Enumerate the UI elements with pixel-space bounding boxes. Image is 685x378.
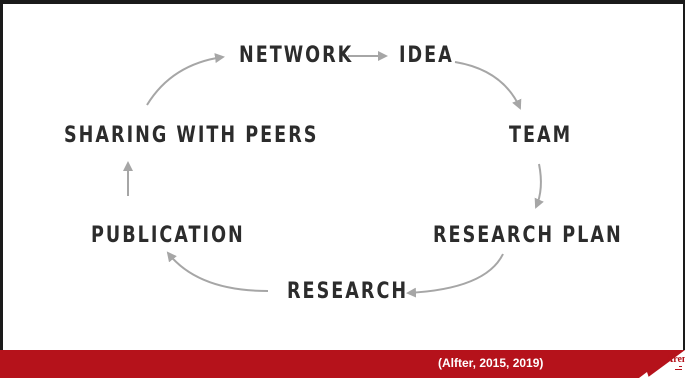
svg-text:Arena: Arena [666, 354, 685, 365]
arrow-research-plan-to-research [406, 253, 504, 298]
slide-border-right [683, 0, 685, 378]
slide-border-top [0, 0, 685, 4]
arrow-team-to-research-plan [534, 163, 544, 209]
node-publication: PUBLICATION [91, 223, 245, 248]
node-research: RESEARCH [287, 279, 409, 304]
node-sharing-with-peers: SHARING WITH PEERS [64, 123, 319, 148]
slide-border-left [0, 0, 3, 378]
node-team: TEAM [509, 123, 573, 148]
node-network: NETWORK [239, 43, 354, 68]
arrow-sharing-to-network [146, 53, 225, 106]
arrow-research-to-publication [166, 251, 269, 292]
footer-bar: (Alfter, 2015, 2019) Arena [0, 350, 685, 378]
arena-logo: Arena [639, 350, 685, 378]
node-research-plan: RESEARCH PLAN [433, 223, 623, 248]
arrow-idea-to-team [454, 61, 522, 110]
node-idea: IDEA [399, 43, 454, 68]
cycle-diagram: NETWORK IDEA TEAM RESEARCH PLAN RESEARCH… [3, 4, 683, 350]
cycle-arrows [123, 51, 544, 298]
citation: (Alfter, 2015, 2019) [438, 356, 544, 370]
